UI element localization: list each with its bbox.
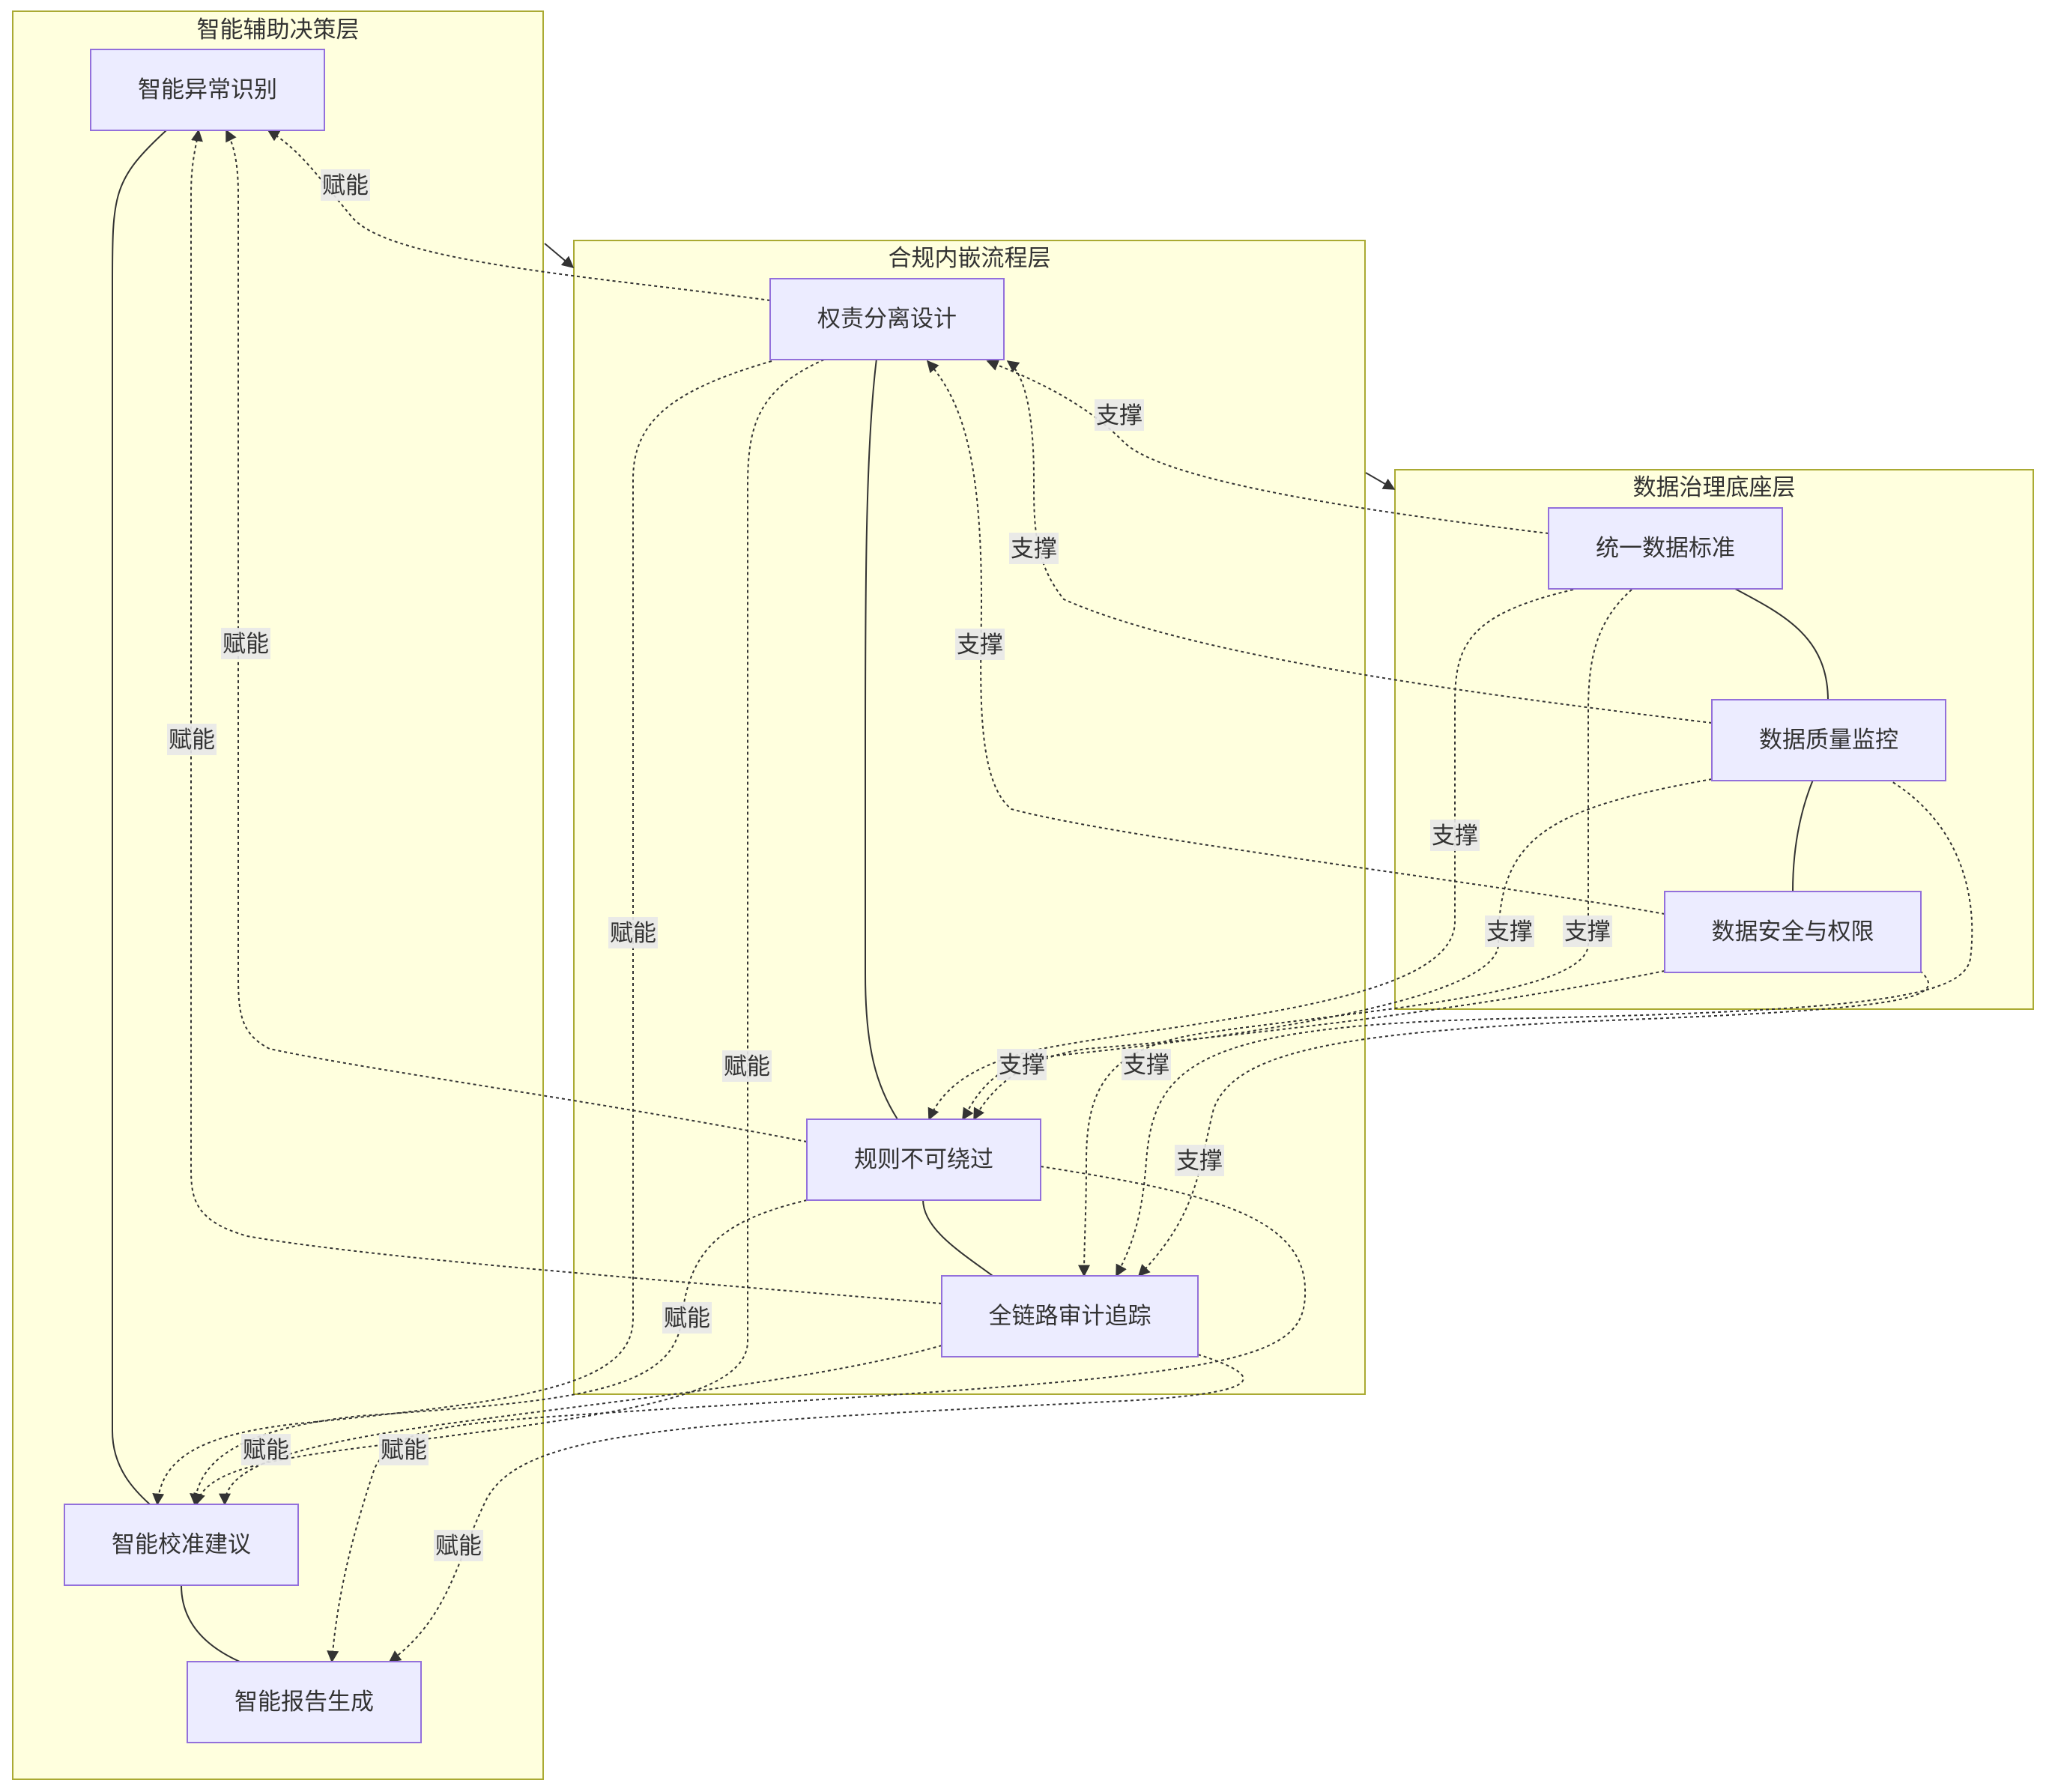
- node-unified-data-standard[interactable]: 统一数据标准: [1548, 507, 1783, 590]
- cluster-ai-box: [12, 10, 544, 1780]
- edge-quality-rules: [962, 778, 1713, 1121]
- edge-label-support: 支撑: [997, 1049, 1047, 1080]
- node-quality-label: 数据质量监控: [1759, 727, 1898, 754]
- svg-text:支撑: 支撑: [1486, 918, 1533, 945]
- node-separation-of-duties[interactable]: 权责分离设计: [769, 278, 1005, 360]
- node-report-generation[interactable]: 智能报告生成: [187, 1661, 422, 1743]
- cluster-compliance-box: [573, 240, 1366, 1395]
- edge-rules-audit: [922, 1199, 993, 1277]
- edge-quality-security: [1792, 779, 1814, 892]
- edge-standard-rules: [927, 589, 1574, 1121]
- svg-text:支撑: 支撑: [1176, 1148, 1223, 1175]
- svg-text:赋能: 赋能: [724, 1053, 770, 1080]
- svg-text:赋能: 赋能: [243, 1437, 289, 1464]
- edge-label-enable: 赋能: [321, 169, 370, 201]
- edge-quality-audit: [1116, 778, 1973, 1277]
- edge-rules-anomaly: [226, 129, 808, 1142]
- svg-text:支撑: 支撑: [1564, 918, 1611, 945]
- edge-label-support: 支撑: [1563, 915, 1612, 947]
- edge-label-enable: 赋能: [379, 1434, 429, 1465]
- edge-label-support: 支撑: [1122, 1049, 1171, 1080]
- edge-label-support: 支撑: [1095, 399, 1144, 431]
- edge-label-support: 支撑: [1430, 820, 1480, 851]
- edge-label-enable: 赋能: [608, 917, 658, 948]
- svg-text:赋能: 赋能: [169, 727, 215, 754]
- svg-text:赋能: 赋能: [223, 631, 269, 658]
- node-data-quality-monitoring[interactable]: 数据质量监控: [1711, 699, 1946, 781]
- node-standard-label: 统一数据标准: [1596, 535, 1735, 562]
- node-anomaly-label: 智能异常识别: [138, 76, 277, 103]
- cluster-data-title: 数据治理底座层: [1633, 474, 1796, 501]
- node-audit-trail[interactable]: 全链路审计追踪: [941, 1275, 1199, 1357]
- edge-label-support: 支撑: [1175, 1145, 1224, 1176]
- svg-text:支撑: 支撑: [1432, 823, 1478, 850]
- node-audit-label: 全链路审计追踪: [989, 1303, 1151, 1330]
- edge-label-enable: 赋能: [221, 628, 270, 659]
- svg-text:赋能: 赋能: [322, 172, 369, 199]
- svg-text:支撑: 支撑: [1123, 1052, 1169, 1079]
- node-data-security-permissions[interactable]: 数据安全与权限: [1664, 891, 1922, 973]
- edge-label-enable: 赋能: [434, 1530, 483, 1561]
- edge-label-support: 支撑: [1009, 533, 1059, 564]
- node-calibration-suggestion[interactable]: 智能校准建议: [64, 1504, 299, 1586]
- edge-separation-calibration: [152, 360, 772, 1506]
- node-report-label: 智能报告生成: [234, 1689, 374, 1716]
- edge-standard-audit: [1078, 589, 1632, 1277]
- edge-security-separation: [926, 360, 1665, 915]
- node-anomaly-detection[interactable]: 智能异常识别: [90, 49, 325, 131]
- edge-separation-anomaly: [267, 130, 771, 301]
- svg-text:支撑: 支撑: [957, 632, 1003, 659]
- cluster-ai-decision-layer: 智能辅助决策层: [12, 10, 544, 1780]
- edge-standard-quality: [1734, 588, 1829, 701]
- node-security-label: 数据安全与权限: [1712, 918, 1874, 945]
- edge-label-enable: 赋能: [722, 1050, 772, 1082]
- svg-text:赋能: 赋能: [381, 1437, 427, 1464]
- svg-text:赋能: 赋能: [435, 1533, 482, 1560]
- edge-audit-calibration: [219, 1345, 942, 1506]
- edge-label-enable: 赋能: [662, 1302, 712, 1334]
- svg-text:赋能: 赋能: [610, 920, 656, 947]
- cluster-compliance-layer: 合规内嵌流程层: [573, 240, 1366, 1395]
- svg-text:支撑: 支撑: [1011, 536, 1057, 563]
- edge-standard-separation: [986, 359, 1549, 534]
- edge-quality-separation: [1006, 360, 1713, 724]
- edge-label-enable: 赋能: [167, 724, 217, 755]
- edge-ai-to-compliance: [544, 243, 575, 269]
- edge-label-enable: 赋能: [241, 1434, 291, 1465]
- edge-anomaly-calibration: [112, 130, 167, 1505]
- node-rules-unbypassable[interactable]: 规则不可绕过: [806, 1119, 1041, 1201]
- edge-calibration-report: [181, 1584, 240, 1662]
- edge-separation-rules: [865, 358, 898, 1120]
- node-calibration-label: 智能校准建议: [112, 1531, 251, 1558]
- svg-text:支撑: 支撑: [999, 1052, 1045, 1079]
- edge-label-support: 支撑: [955, 629, 1005, 660]
- edge-label-support: 支撑: [1485, 915, 1534, 947]
- svg-text:赋能: 赋能: [664, 1305, 710, 1332]
- node-separation-label: 权责分离设计: [817, 306, 957, 333]
- edge-compliance-to-data: [1365, 472, 1396, 490]
- edge-rules-calibration: [190, 1199, 808, 1506]
- cluster-compliance-title: 合规内嵌流程层: [889, 245, 1051, 272]
- cluster-ai-title: 智能辅助决策层: [197, 16, 360, 43]
- svg-text:支撑: 支撑: [1096, 402, 1142, 429]
- node-rules-label: 规则不可绕过: [854, 1146, 993, 1173]
